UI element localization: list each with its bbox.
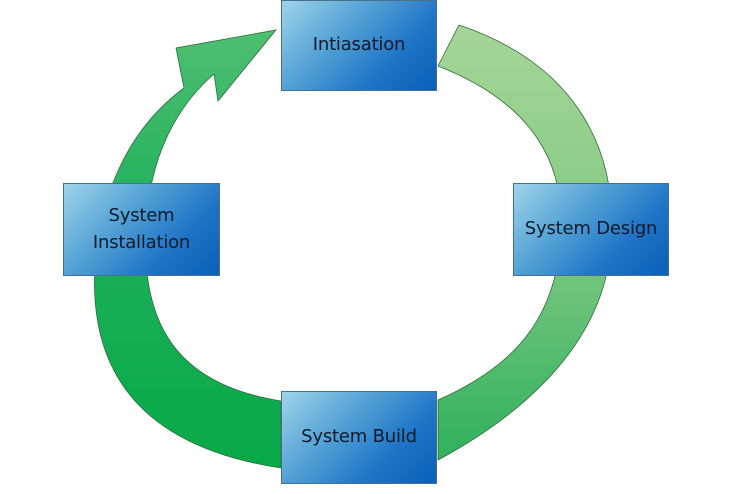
stage-design-box: System Design: [513, 183, 669, 276]
cycle-arc-left-arrow: [94, 29, 282, 469]
stage-build-label: System Build: [301, 426, 417, 448]
stage-initiation-box: Intiasation: [281, 0, 437, 91]
stage-initiation-label: Intiasation: [312, 34, 406, 56]
stage-installation-box: System Installation: [63, 183, 220, 276]
stage-installation-label: System Installation: [92, 205, 191, 253]
stage-design-label: System Design: [524, 218, 658, 240]
cycle-arc-right: [437, 24, 613, 461]
stage-build-box: System Build: [281, 391, 437, 484]
